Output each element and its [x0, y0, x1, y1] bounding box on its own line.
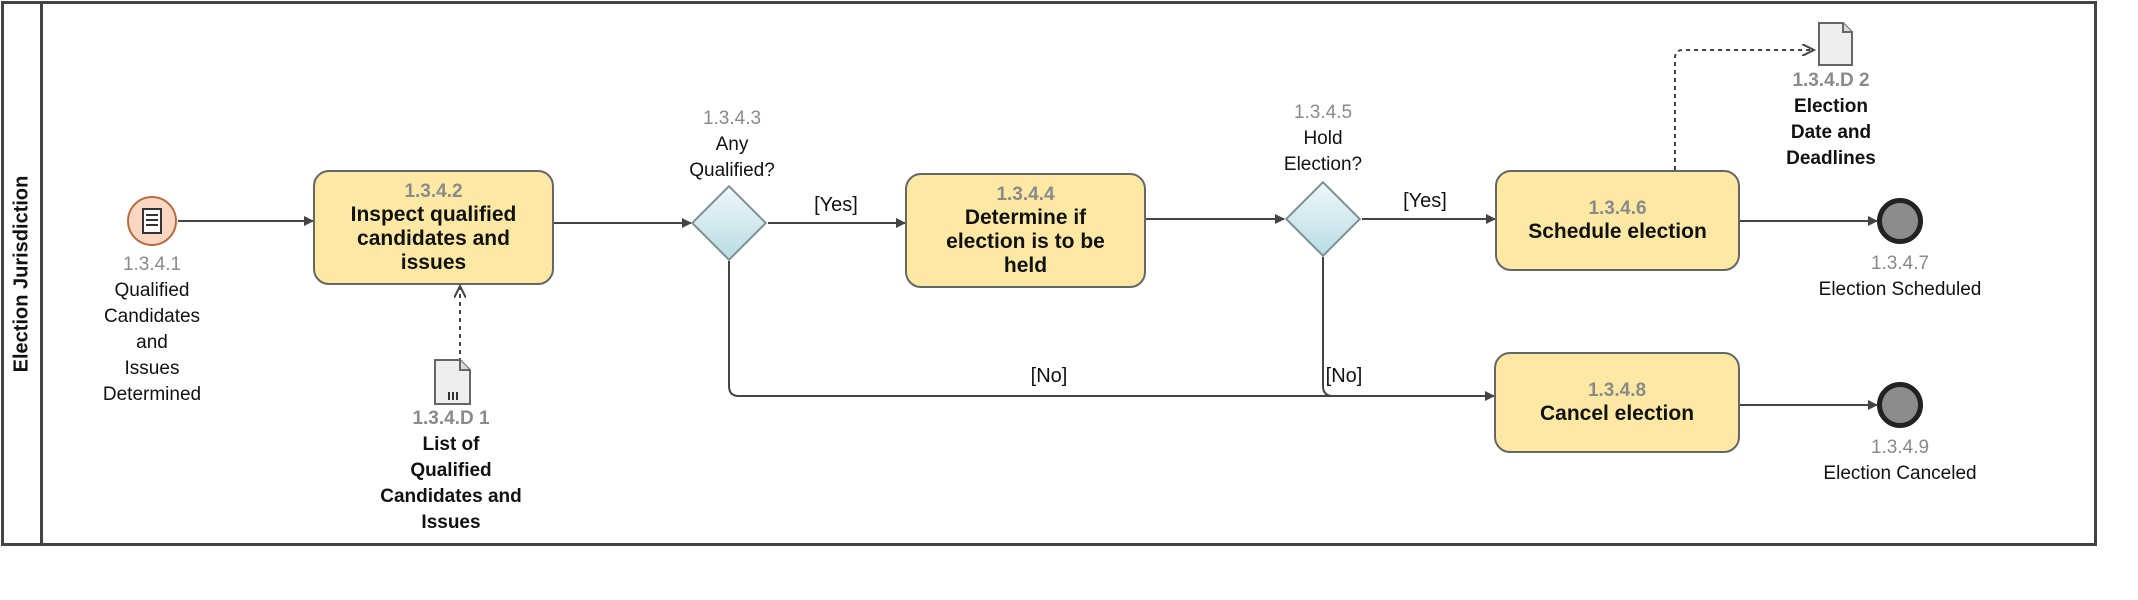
task-schedule-election[interactable]: 1.3.4.6 Schedule election	[1495, 170, 1740, 271]
start-event-label: 1.3.4.1 Qualified Candidates and Issues …	[102, 254, 202, 405]
flow-label-yes: [Yes]	[814, 194, 858, 216]
flow-label-no: [No]	[1325, 365, 1363, 387]
document-icon[interactable]	[1817, 21, 1855, 67]
task-name-line: Determine if	[964, 205, 1087, 229]
start-event[interactable]	[127, 196, 177, 246]
gateway-any-qualified-label: 1.3.4.3 Any Qualified?	[689, 108, 775, 181]
message-icon	[142, 208, 162, 234]
end-event-scheduled-label: 1.3.4.7 Election Scheduled	[1818, 253, 1982, 300]
task-determine-election[interactable]: 1.3.4.4 Determine if election is to be h…	[905, 173, 1146, 288]
task-name-line: issues	[400, 250, 467, 274]
task-id: 1.3.4.8	[1587, 379, 1647, 401]
task-name-line: Schedule election	[1528, 219, 1707, 243]
document-d2-label: 1.3.4.D 2 Election Date and Deadlines	[1786, 70, 1876, 169]
task-id: 1.3.4.6	[1588, 197, 1647, 219]
task-name-line: candidates and	[357, 226, 510, 250]
flow-label-yes: [Yes]	[1403, 190, 1447, 212]
task-cancel-election[interactable]: 1.3.4.8 Cancel election	[1494, 352, 1740, 453]
end-event-canceled[interactable]	[1877, 382, 1923, 428]
flow-gateway2-no	[1322, 257, 1494, 397]
lane-header: Election Jurisdiction	[1, 1, 43, 546]
task-name-line: held	[1003, 253, 1048, 277]
start-event-id: 1.3.4.1	[122, 254, 182, 275]
flow-gateway1-no	[728, 261, 1495, 401]
gateway-hold-election-label: 1.3.4.5 Hold Election?	[1283, 102, 1363, 175]
task-inspect-candidates[interactable]: 1.3.4.2 Inspect qualified candidates and…	[313, 170, 554, 285]
task-name-line: Cancel election	[1539, 401, 1695, 425]
document-d1-label: 1.3.4.D 1 List of Qualified Candidates a…	[380, 408, 522, 533]
pool-border	[1, 1, 2097, 546]
task-id: 1.3.4.2	[404, 180, 463, 202]
task-name-line: Inspect qualified	[350, 202, 517, 226]
data-association-d2	[1674, 50, 1814, 170]
end-event-canceled-label: 1.3.4.9 Election Canceled	[1823, 437, 1977, 484]
flow-label-no: [No]	[1030, 365, 1068, 387]
task-id: 1.3.4.4	[996, 183, 1055, 205]
document-icon[interactable]	[433, 358, 473, 406]
task-name-line: election is to be	[946, 229, 1105, 253]
end-event-scheduled[interactable]	[1877, 198, 1923, 244]
